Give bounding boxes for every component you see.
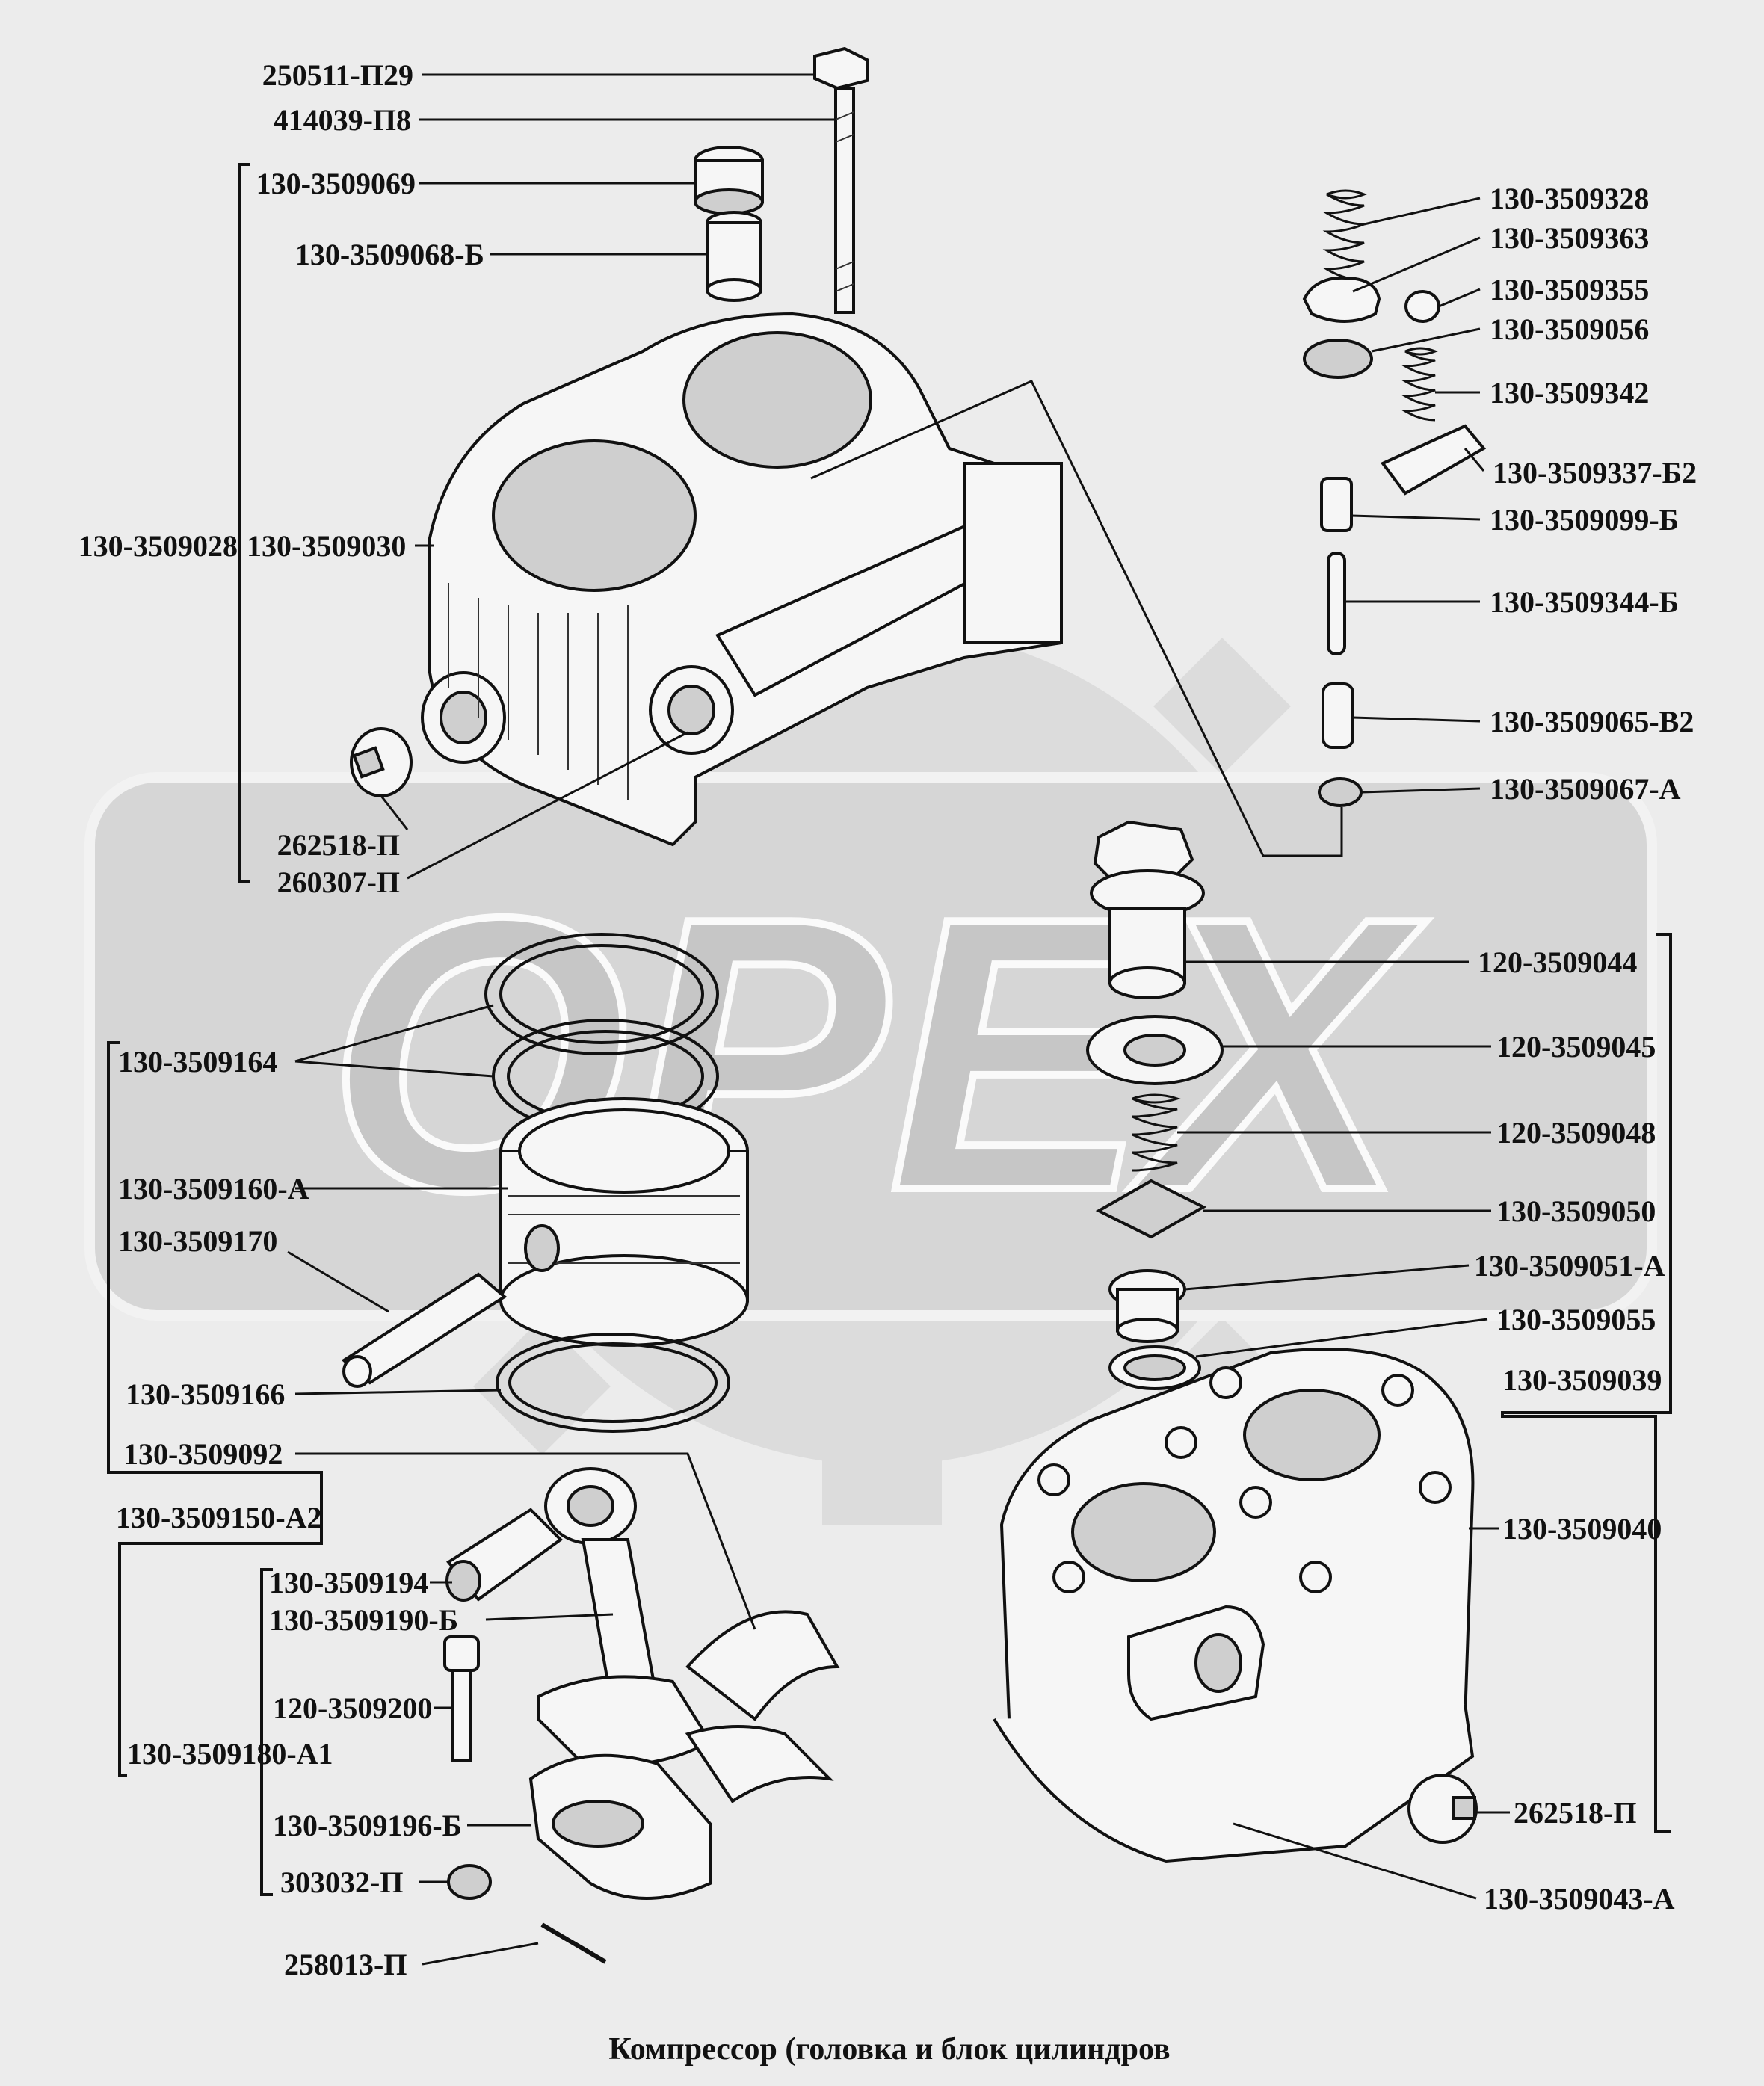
label-130-3509040: 130-3509040 xyxy=(1502,1512,1662,1546)
pin-icon xyxy=(1327,552,1346,655)
label-130-3509099-B: 130-3509099-Б xyxy=(1490,503,1679,537)
label-130-3509363: 130-3509363 xyxy=(1490,221,1649,255)
valve-spring-large-icon xyxy=(1132,1093,1181,1172)
plug-icon xyxy=(350,727,413,797)
valve-spring-icon xyxy=(1322,189,1368,282)
label-130-3509160-A: 130-3509160-А xyxy=(118,1172,309,1206)
valve-disc-icon xyxy=(1303,339,1373,379)
valve-plug-bolt-icon xyxy=(1090,820,1205,999)
label-130-3509344-B: 130-3509344-Б xyxy=(1490,585,1679,619)
label-120-3509048: 120-3509048 xyxy=(1496,1116,1656,1150)
label-130-3509028: 130-3509028 xyxy=(78,529,238,563)
bracket-130-3509028 xyxy=(238,163,250,883)
cotter-pin-icon xyxy=(540,1922,607,1964)
nut-small-icon xyxy=(1404,290,1440,323)
label-120-3509044: 120-3509044 xyxy=(1478,945,1637,979)
label-130-3509039: 130-3509039 xyxy=(1502,1363,1662,1397)
label-130-3509164: 130-3509164 xyxy=(118,1045,277,1079)
o-ring-icon xyxy=(1108,1345,1201,1390)
label-130-3509069: 130-3509069 xyxy=(256,167,416,200)
bracket-130-3509039 xyxy=(1501,933,1672,1833)
bracket-130-3509180 xyxy=(260,1568,273,1896)
piston-icon xyxy=(499,1097,749,1347)
watermark-plate xyxy=(84,772,1657,1321)
label-130-3509196-B: 130-3509196-Б xyxy=(273,1809,462,1842)
leader-lines xyxy=(287,73,1510,1966)
label-250511-P29: 250511-П29 xyxy=(262,58,413,92)
label-258013-P: 258013-П xyxy=(284,1948,407,1981)
label-414039-P8: 414039-П8 xyxy=(274,103,411,137)
valve-body-icon xyxy=(1322,682,1354,749)
label-130-3509056: 130-3509056 xyxy=(1490,312,1649,346)
label-130-3509328: 130-3509328 xyxy=(1490,182,1649,215)
valve-seat-icon xyxy=(1108,1269,1186,1343)
label-120-3509200: 120-3509200 xyxy=(273,1691,432,1725)
label-130-3509166: 130-3509166 xyxy=(126,1377,285,1411)
plug-right-icon xyxy=(1407,1774,1478,1844)
label-130-3509150-A2: 130-3509150-А2 xyxy=(116,1501,322,1534)
valve-seat-plate-icon xyxy=(1380,424,1487,496)
part-labels: 250511-П29 414039-П8 130-3509069 130-350… xyxy=(78,58,1697,1981)
watermark-text: OPEX xyxy=(327,837,1428,1271)
label-130-3509342: 130-3509342 xyxy=(1490,376,1649,410)
figure-caption: Компрессор (головка и блок цилиндров xyxy=(608,2032,1170,2067)
label-130-3509065-V2: 130-3509065-В2 xyxy=(1490,705,1694,738)
bracket-piston-group xyxy=(107,1041,323,1777)
label-130-3509051-A: 130-3509051-А xyxy=(1474,1249,1665,1283)
cylinder-head-icon xyxy=(993,1348,1475,1863)
spring-small-icon xyxy=(1401,347,1439,422)
label-130-3509043-A: 130-3509043-А xyxy=(1484,1882,1675,1916)
label-303032-P: 303032-П xyxy=(280,1866,403,1899)
rod-bolt-icon xyxy=(443,1635,480,1762)
label-130-3509337-B2: 130-3509337-Б2 xyxy=(1493,456,1697,490)
rod-cap-icon xyxy=(528,1753,712,1900)
label-130-3509170: 130-3509170 xyxy=(118,1224,277,1258)
rod-bushing-icon xyxy=(445,1508,564,1602)
bushing-icon xyxy=(694,146,764,302)
label-130-3509050: 130-3509050 xyxy=(1496,1194,1656,1228)
snap-ring-icon xyxy=(496,1333,730,1433)
label-130-3509055: 130-3509055 xyxy=(1496,1303,1656,1336)
castle-nut-icon xyxy=(447,1864,492,1900)
label-120-3509045: 120-3509045 xyxy=(1496,1030,1656,1064)
bearing-shells-icon xyxy=(685,1610,840,1803)
label-262518-P-left: 262518-П xyxy=(277,828,400,862)
bolt-head-icon xyxy=(813,46,869,314)
label-130-3509355: 130-3509355 xyxy=(1490,273,1649,306)
label-130-3509068-B: 130-3509068-Б xyxy=(295,238,484,271)
label-130-3509067-A: 130-3509067-А xyxy=(1490,772,1681,806)
label-262518-P-right: 262518-П xyxy=(1514,1796,1636,1830)
connecting-rod-icon xyxy=(537,1467,712,1767)
label-260307-P: 260307-П xyxy=(277,865,400,899)
label-130-3509190-B: 130-3509190-Б xyxy=(269,1603,458,1637)
valve-plate-icon xyxy=(1095,1179,1207,1239)
valve-cup-icon xyxy=(1086,1015,1224,1085)
cylinder-block-icon xyxy=(421,312,1063,847)
piston-pin-icon xyxy=(341,1272,508,1388)
label-130-3509194: 130-3509194 xyxy=(269,1566,428,1599)
label-130-3509092: 130-3509092 xyxy=(123,1437,283,1471)
guide-icon xyxy=(1320,477,1353,532)
washer-small-icon xyxy=(1318,777,1363,807)
label-130-3509180-A1: 130-3509180-А1 xyxy=(127,1737,333,1771)
label-130-3509030: 130-3509030 xyxy=(247,529,406,563)
